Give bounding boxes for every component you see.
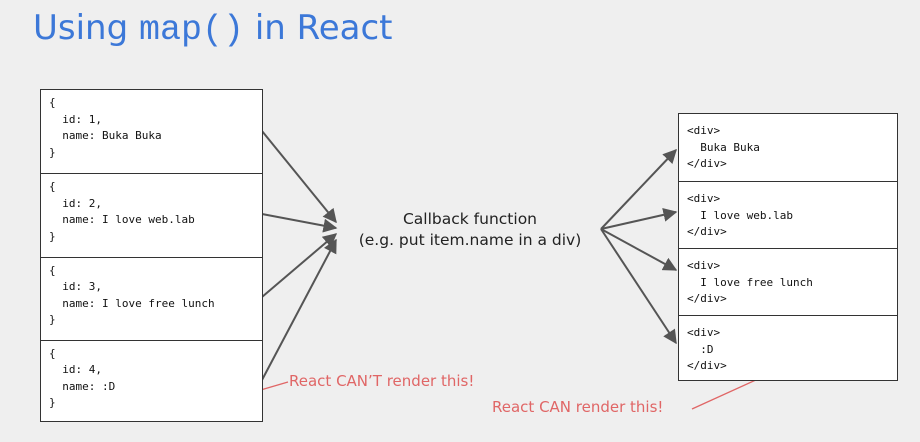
output-div-4: <div> :D </div> bbox=[679, 315, 897, 382]
callback-label: Callback function (e.g. put item.name in… bbox=[330, 209, 610, 251]
arrow-out-4 bbox=[600, 228, 677, 345]
callback-description: (e.g. put item.name in a div) bbox=[358, 231, 582, 249]
cant-render-annotation: React CAN’T render this! bbox=[289, 372, 475, 390]
input-object-2: { id: 2, name: I love web.lab } bbox=[41, 173, 262, 256]
arrow-out-3 bbox=[600, 228, 678, 271]
input-object-4: { id: 4, name: :D } bbox=[41, 339, 262, 423]
input-object-3: { id: 3, name: I love free lunch } bbox=[41, 256, 262, 340]
input-array-box: { id: 1, name: Buka Buka } { id: 2, name… bbox=[40, 89, 263, 422]
output-div-2: <div> I love web.lab </div> bbox=[679, 181, 897, 248]
arrow-out-1 bbox=[600, 148, 677, 230]
title-suffix: in React bbox=[244, 8, 393, 48]
arrow-in-3 bbox=[261, 233, 338, 298]
arrow-out-2 bbox=[600, 207, 678, 230]
arrow-in-2 bbox=[261, 213, 338, 233]
output-array-box: <div> Buka Buka </div> <div> I love web.… bbox=[678, 113, 898, 381]
arrow-in-4 bbox=[261, 238, 337, 381]
output-div-3: <div> I love free lunch </div> bbox=[679, 248, 897, 315]
input-object-1: { id: 1, name: Buka Buka } bbox=[49, 96, 162, 159]
output-div-1: <div> Buka Buka </div> bbox=[687, 124, 760, 170]
arrow-in-1 bbox=[261, 130, 337, 224]
title-prefix: Using bbox=[33, 8, 139, 48]
title-code: map() bbox=[138, 10, 245, 50]
slide-title: Using map() in React bbox=[33, 8, 393, 50]
can-render-annotation: React CAN render this! bbox=[492, 398, 664, 416]
callback-title: Callback function bbox=[402, 210, 537, 228]
